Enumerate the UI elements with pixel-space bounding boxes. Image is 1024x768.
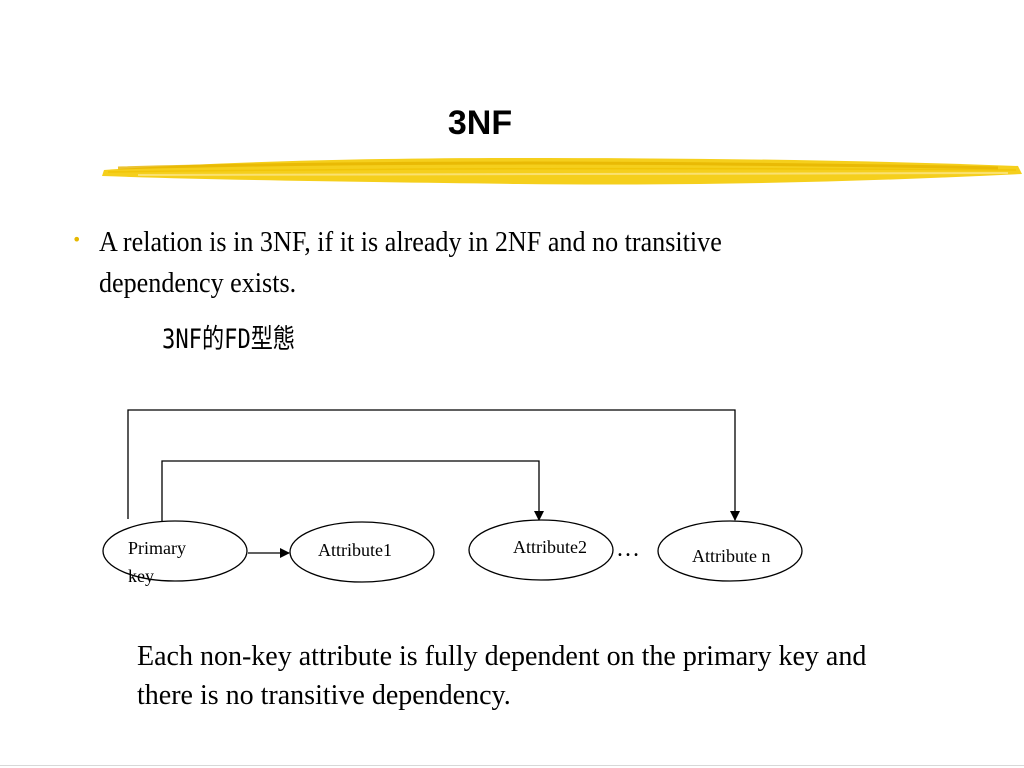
summary-caption: Each non-key attribute is fully dependen… [137,641,867,711]
fd-pattern-heading: 3NF的FD型態 [162,324,296,355]
node-primary-key-label-1: Primary [128,538,186,558]
bottom-divider [0,765,1024,766]
fd-line-primary-to-attribute-n [127,409,740,521]
title-underline-brush [102,158,1022,185]
node-attribute-n [657,520,803,582]
bullet-dot-icon: • [72,230,82,249]
ellipsis-label: … [616,536,640,562]
slide-title: 3NF [447,104,513,142]
node-attribute1 [289,521,435,583]
node-attribute-n-label: Attribute n [692,546,771,566]
node-attribute1-label: Attribute1 [318,540,392,560]
node-attribute2 [468,519,614,581]
node-primary-key-label-2: key [128,566,154,586]
fd-line-primary-to-attribute2 [161,460,544,521]
bullet-text: A relation is in 3NF, if it is already i… [99,226,722,299]
node-primary-key [102,520,248,582]
node-attribute2-label: Attribute2 [513,537,587,557]
